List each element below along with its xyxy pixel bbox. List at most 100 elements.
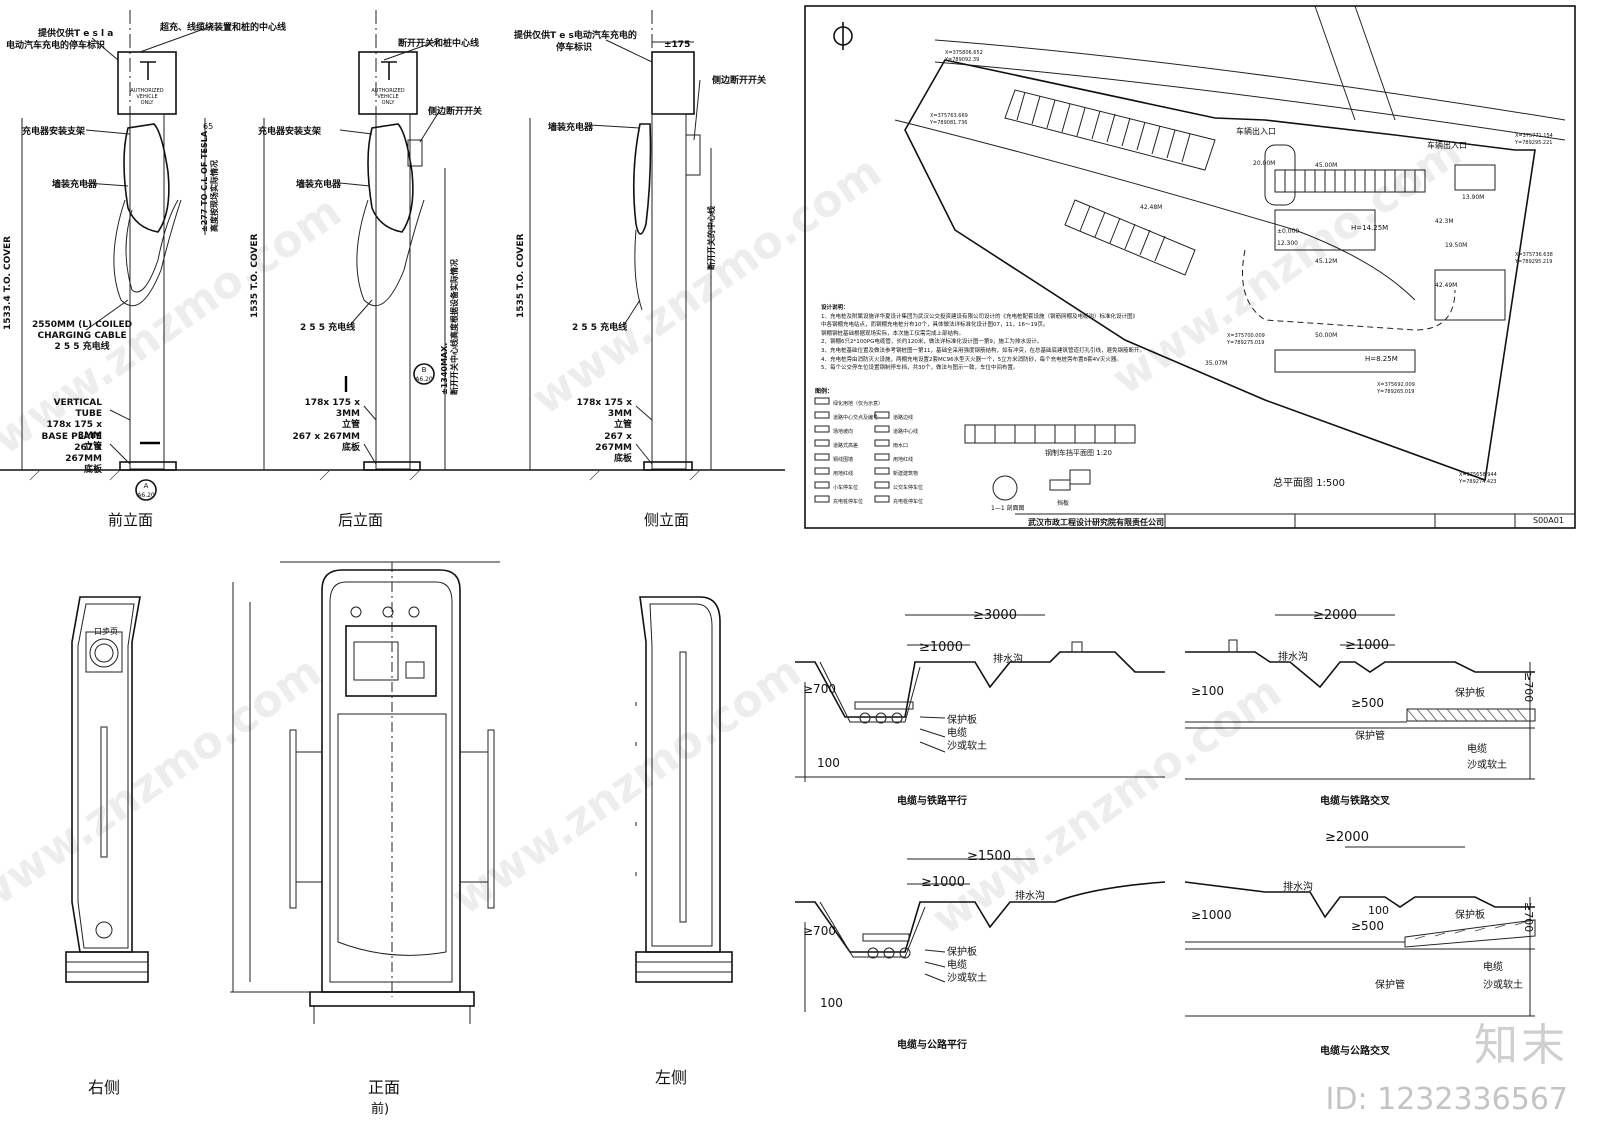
title-block bbox=[1015, 513, 1575, 528]
svg-text:VEHICLE: VEHICLE bbox=[377, 94, 398, 100]
dim-tesla-cl: ±277 TO C.L OF TESLA bbox=[200, 130, 209, 232]
label-base-dim-back: 267 x 267MM bbox=[292, 432, 360, 442]
sec1-dim-left: ≥700 bbox=[803, 682, 836, 696]
svg-text:B: B bbox=[422, 366, 427, 374]
front-view bbox=[230, 561, 500, 1024]
coord: Y=789092.39 bbox=[945, 57, 980, 63]
section-road-parallel bbox=[795, 858, 1166, 1012]
legend-item: 用地红线 bbox=[833, 471, 854, 477]
elevation-drawing: AUTHORIZED VEHICLE ONLY A A6.20 AUTHORIZ… bbox=[0, 10, 785, 501]
coord: X=375736.638 bbox=[1515, 252, 1553, 258]
label-base-dim-side: 267 x 267MM bbox=[595, 432, 632, 453]
dim-label: 45.12M bbox=[1315, 258, 1338, 265]
label-charger-bracket: 充电器安装支架 bbox=[22, 127, 86, 137]
stop-detail bbox=[964, 424, 1136, 501]
left-side-view bbox=[635, 596, 733, 983]
building-right bbox=[1434, 269, 1506, 321]
caption-side: 侧立面 bbox=[644, 511, 690, 529]
dim-label: 13.90M bbox=[1462, 194, 1485, 201]
label-cable-en-2: CHARGING CABLE bbox=[37, 331, 127, 341]
coord: X=375806.652 bbox=[945, 50, 983, 56]
label-cable-back: 2 5 5 充电线 bbox=[300, 323, 356, 333]
stop-plan-label: 钢制车挡平面图 bbox=[1045, 449, 1094, 457]
note-1: 1、充电桩及附属设施详华夏设计集团为武汉公交投资建设有限公司设计的《充电桩配套设… bbox=[821, 313, 1139, 320]
coord: Y=789295.221 bbox=[1515, 140, 1553, 146]
label-base-dim: 267 x 267MM bbox=[65, 443, 102, 464]
sec4-dim-mid: 100 bbox=[1368, 904, 1389, 917]
section-rail-crossing bbox=[1185, 614, 1536, 780]
dim-cover-front: 1533.4 T.O. COVER bbox=[3, 235, 13, 330]
driveway-path bbox=[1242, 249, 1456, 331]
panel-site-plan: 车辆出入口 车辆出入口 总平面图 1:500 武汉市政工程设计研究院有限责任公司… bbox=[795, 0, 1600, 534]
label-tube-dim-side: 178x 175 x 3MM bbox=[576, 398, 632, 419]
legend-item: 铜线围墙 bbox=[833, 457, 854, 463]
label-entrance: 车辆出入口 bbox=[1236, 127, 1276, 136]
dim-cover-back: 1535 T.O. COVER bbox=[250, 233, 260, 318]
note-5: 3、充电桩基础位置及做法参考钢桩图一第11，基础全采用强度钢筋结构，如有冲突，在… bbox=[821, 347, 1146, 354]
label-tesla-sign-2: 电动汽车充电的停车标识 bbox=[6, 41, 106, 51]
label-sign-side: 提供仅供T e s电动汽车充电的 bbox=[514, 31, 637, 41]
svg-text:AUTHORIZED: AUTHORIZED bbox=[371, 88, 404, 94]
note-3: 钢棚钢桩基础根据现场实际，本次施工仅需完成上部结构。 bbox=[821, 330, 965, 337]
site-boundary bbox=[904, 59, 1536, 482]
coord: Y=789265.019 bbox=[1377, 389, 1415, 395]
parking-row bbox=[1274, 169, 1426, 193]
svg-text:A6.20: A6.20 bbox=[137, 492, 155, 499]
legend-item: 充电桩停车位 bbox=[833, 499, 864, 505]
label-base-cn-back: 底板 bbox=[341, 443, 360, 453]
section-road-crossing bbox=[1184, 846, 1536, 1017]
sec2-title: 电缆与铁路交叉 bbox=[1320, 796, 1390, 807]
sec3-ditch: 排水沟 bbox=[1015, 891, 1045, 902]
side-elevation bbox=[632, 10, 701, 471]
dim-label: 20.00M bbox=[1253, 160, 1276, 167]
stop-side-label: 挡板 bbox=[1057, 500, 1070, 507]
label-base-en: BASE PLATE bbox=[41, 432, 102, 442]
legend-item: 新建建筑物 bbox=[893, 471, 919, 477]
caption-right-side: 右侧 bbox=[88, 1078, 121, 1097]
sec1-label: 电缆 bbox=[947, 728, 967, 739]
svg-text:ONLY: ONLY bbox=[382, 100, 396, 106]
sec4-dim-right: ≥700 bbox=[1522, 902, 1535, 933]
sec1-label: 保护板 bbox=[947, 715, 977, 726]
cable-sections-drawing bbox=[795, 614, 1536, 1017]
section-rail-parallel bbox=[795, 614, 1165, 782]
sec3-label: 沙或软土 bbox=[947, 973, 987, 984]
legend-item: 充电桩停车位 bbox=[893, 499, 924, 505]
sec3-label: 电缆 bbox=[947, 960, 967, 971]
label-switch-center: 断开开关和桩中心线 bbox=[398, 39, 480, 49]
label-entrance-2: 车辆出入口 bbox=[1427, 141, 1467, 150]
caption-front-sub: 前) bbox=[371, 1102, 390, 1117]
label-side-switch-2: 侧边断开开关 bbox=[712, 76, 767, 86]
sec2-dim-top: ≥2000 bbox=[1313, 608, 1357, 623]
drawing-number: S00A01 bbox=[1533, 516, 1564, 525]
sec4-label: 电缆 bbox=[1483, 962, 1503, 973]
sec3-label: 保护板 bbox=[947, 947, 977, 958]
sec4-dim-left: ≥1000 bbox=[1191, 908, 1232, 922]
label-base-cn: 底板 bbox=[83, 465, 102, 475]
dim-label: 35.07M bbox=[1205, 360, 1228, 367]
sec2-label: 电缆 bbox=[1467, 744, 1487, 755]
dim-cover-side: 1535 T.O. COVER bbox=[516, 233, 526, 318]
elevation-1: ±0.000 bbox=[1277, 228, 1300, 235]
coord: X=375692.009 bbox=[1377, 382, 1415, 388]
sec1-dim-mid: ≥1000 bbox=[919, 640, 963, 655]
note-6: 4、充电桩旁由消防灭火设施，两棚充电设置2套MC96水型灭火器一个，5立方米消防… bbox=[821, 356, 1122, 363]
parking-canopy-2 bbox=[1064, 199, 1196, 276]
sec1-ditch: 排水沟 bbox=[993, 654, 1023, 665]
building-main bbox=[1274, 209, 1376, 251]
section-label: 1—1 剖面图 bbox=[991, 505, 1025, 512]
svg-text:VEHICLE: VEHICLE bbox=[136, 94, 157, 100]
stop-plan-scale: 1:20 bbox=[1096, 449, 1112, 457]
svg-text:A: A bbox=[144, 482, 149, 490]
note-4: 2、钢棚6只2*100PG电缆管，长约120米，做法详标准化设计图一第9，施工为… bbox=[821, 339, 1043, 346]
label-wall-charger: 墙装充电器 bbox=[52, 180, 98, 190]
panel-cable-sections: ≥3000 ≥1000 ≥700 100 排水沟 保护板 电缆 沙或软土 电缆与… bbox=[795, 542, 1600, 1131]
caption-front: 前立面 bbox=[108, 511, 154, 529]
label-tesla-sign: 提供仅供T e s l a bbox=[38, 29, 114, 39]
site-plan-scale: 1:500 bbox=[1316, 478, 1346, 489]
sec4-label: 保护管 bbox=[1375, 980, 1405, 991]
dim-tesla-cl-note: 高度按现场实际情况 bbox=[210, 160, 219, 232]
sec3-dim-bot: 100 bbox=[820, 996, 843, 1010]
coord: Y=789274.423 bbox=[1459, 479, 1497, 485]
booth bbox=[1264, 144, 1296, 206]
